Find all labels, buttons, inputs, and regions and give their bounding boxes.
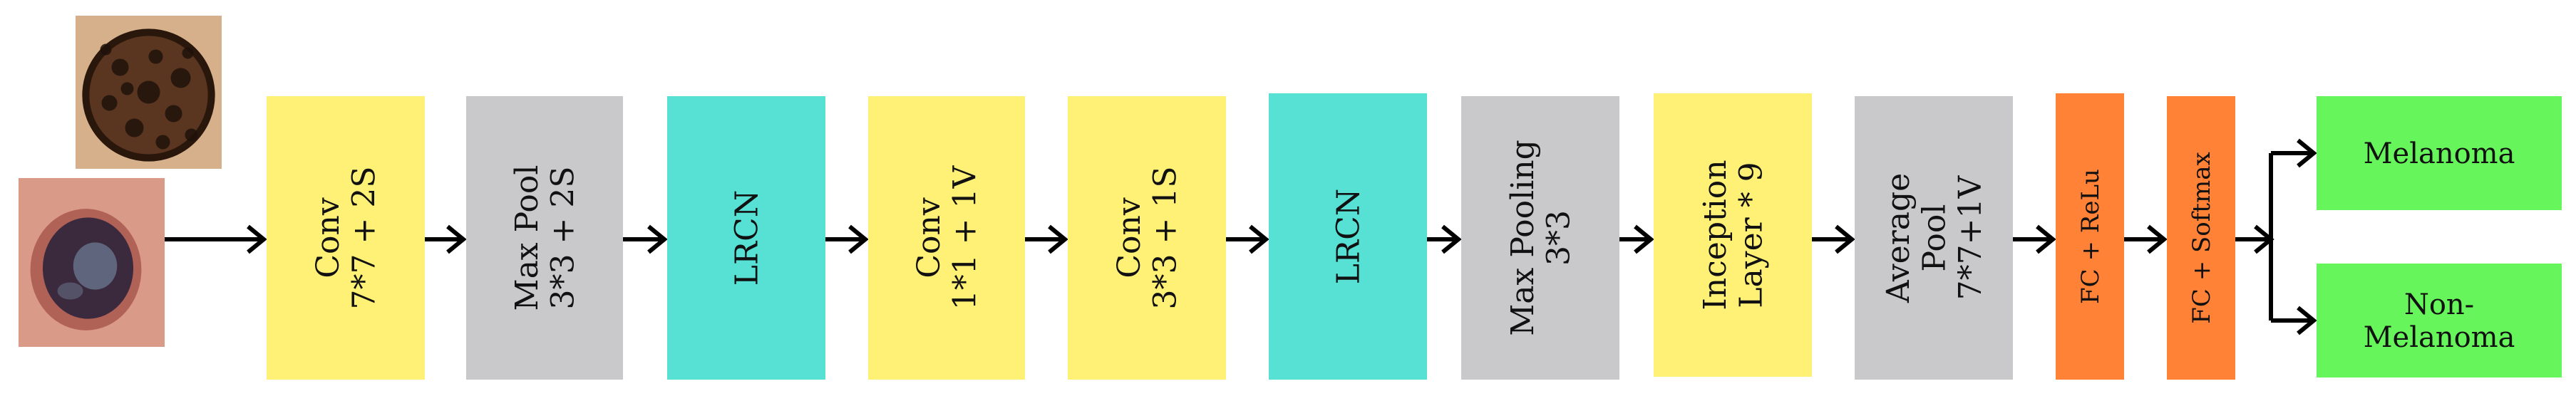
arrow-fc-relu-to-fc-softmax bbox=[2124, 224, 2168, 254]
stage-fc-relu: FC + ReLu bbox=[2056, 93, 2124, 380]
stage-label-line: Average bbox=[1880, 173, 1917, 303]
arrow-avgpool-to-fc-relu bbox=[2013, 224, 2056, 254]
stage-label-line: 3*3 + 2S bbox=[545, 167, 582, 310]
stage-box-conv2 bbox=[868, 96, 1025, 380]
stage-label-line: Max Pooling bbox=[1505, 140, 1541, 336]
stage-box-conv3 bbox=[1068, 96, 1226, 380]
stage-label-line: Pool bbox=[1916, 204, 1952, 272]
arrow-lrcn1-to-conv2 bbox=[825, 224, 869, 254]
stage-label-conv3: Conv3*3 + 1S bbox=[1111, 167, 1184, 310]
stage-label-line: 3*3 + 1S bbox=[1148, 167, 1184, 310]
stage-box-maxpool1 bbox=[466, 96, 623, 380]
stage-box-fc-relu bbox=[2056, 93, 2124, 380]
stage-box-fc-softmax bbox=[2167, 96, 2235, 380]
stage-avgpool: AveragePool7*7+1V bbox=[1855, 96, 2013, 380]
stage-label-line: Melanoma bbox=[2364, 321, 2515, 354]
arrow-maxpool2-to-inception bbox=[1619, 224, 1654, 254]
stage-label-line: FC + ReLu bbox=[2076, 169, 2105, 304]
stage-box-lrcn1 bbox=[667, 96, 825, 380]
arrow-conv3-to-lrcn2 bbox=[1226, 224, 1269, 254]
arrow-input-to-conv1 bbox=[165, 224, 267, 254]
stage-melanoma: Melanoma bbox=[2317, 96, 2562, 210]
stage-conv1: Conv7*7 + 2S bbox=[267, 96, 425, 380]
stage-label-melanoma: Melanoma bbox=[2364, 137, 2515, 170]
stage-label-conv2: Conv1*1 + 1V bbox=[911, 165, 984, 310]
stage-box-lrcn2 bbox=[1269, 93, 1427, 380]
stage-label-line: FC + Softmax bbox=[2188, 152, 2216, 323]
stage-box-maxpool2 bbox=[1461, 96, 1619, 380]
stage-label-line: 7*7 + 2S bbox=[346, 167, 383, 310]
stage-box-avgpool bbox=[1855, 96, 2013, 380]
stage-label-line: Layer * 9 bbox=[1733, 162, 1770, 308]
stage-box-conv1 bbox=[267, 96, 425, 380]
stage-box-inception bbox=[1654, 93, 1812, 377]
stage-inception: InceptionLayer * 9 bbox=[1654, 93, 1812, 377]
stage-label-avgpool: AveragePool7*7+1V bbox=[1880, 173, 1989, 303]
arrow-conv2-to-conv3 bbox=[1025, 224, 1068, 254]
lesion-image-2 bbox=[19, 178, 165, 347]
arrow-maxpool1-to-lrcn1 bbox=[623, 224, 668, 254]
stage-label-line: Melanoma bbox=[2364, 137, 2515, 170]
stage-label-maxpool2: Max Pooling3*3 bbox=[1505, 140, 1577, 336]
stage-label-inception: InceptionLayer * 9 bbox=[1697, 160, 1770, 310]
stage-label-line: Conv bbox=[1111, 197, 1148, 278]
stage-label-line: Inception bbox=[1697, 160, 1733, 310]
stage-box-melanoma bbox=[2317, 96, 2562, 210]
stage-maxpool2: Max Pooling3*3 bbox=[1461, 96, 1619, 380]
stage-label-maxpool1: Max Pool3*3 + 2S bbox=[509, 165, 582, 311]
stage-lrcn2: LRCN bbox=[1269, 93, 1427, 380]
stage-label-line: Conv bbox=[911, 197, 947, 278]
stage-label-line: Conv bbox=[310, 197, 346, 278]
stage-label-lrcn1: LRCN bbox=[728, 190, 765, 286]
arrow-lrcn2-to-maxpool2 bbox=[1427, 224, 1462, 254]
stage-maxpool1: Max Pool3*3 + 2S bbox=[466, 96, 623, 380]
stage-label-non-melanoma: Non-Melanoma bbox=[2364, 288, 2515, 354]
stage-fc-softmax: FC + Softmax bbox=[2167, 96, 2235, 380]
stage-label-line: LRCN bbox=[728, 190, 765, 286]
arrow-conv1-to-maxpool1 bbox=[425, 224, 467, 254]
stage-conv3: Conv3*3 + 1S bbox=[1068, 96, 1226, 380]
stage-label-line: LRCN bbox=[1330, 189, 1366, 285]
stage-label-line: 3*3 bbox=[1541, 210, 1577, 266]
arrow-fork-to-outputs bbox=[2235, 153, 2274, 321]
stage-label-line: Max Pool bbox=[509, 165, 545, 311]
stage-label-conv1: Conv7*7 + 2S bbox=[310, 167, 383, 310]
stage-label-lrcn2: LRCN bbox=[1330, 189, 1366, 285]
stage-lrcn1: LRCN bbox=[667, 96, 825, 380]
stage-label-line: 7*7+1V bbox=[1952, 175, 1989, 300]
stage-non-melanoma: Non-Melanoma bbox=[2317, 264, 2562, 377]
arrow-inception-to-avgpool bbox=[1812, 224, 1855, 254]
stage-label-fc-softmax: FC + Softmax bbox=[2188, 152, 2216, 323]
arrow-to-non-melanoma bbox=[2271, 306, 2317, 335]
stage-label-line: Non- bbox=[2404, 288, 2474, 321]
stage-label-line: 1*1 + 1V bbox=[947, 165, 984, 310]
lesion-image-1 bbox=[76, 16, 222, 169]
stage-box-non-melanoma bbox=[2317, 264, 2562, 377]
arrow-to-melanoma bbox=[2271, 138, 2317, 168]
stage-conv2: Conv1*1 + 1V bbox=[868, 96, 1025, 380]
stage-label-fc-relu: FC + ReLu bbox=[2076, 169, 2105, 304]
